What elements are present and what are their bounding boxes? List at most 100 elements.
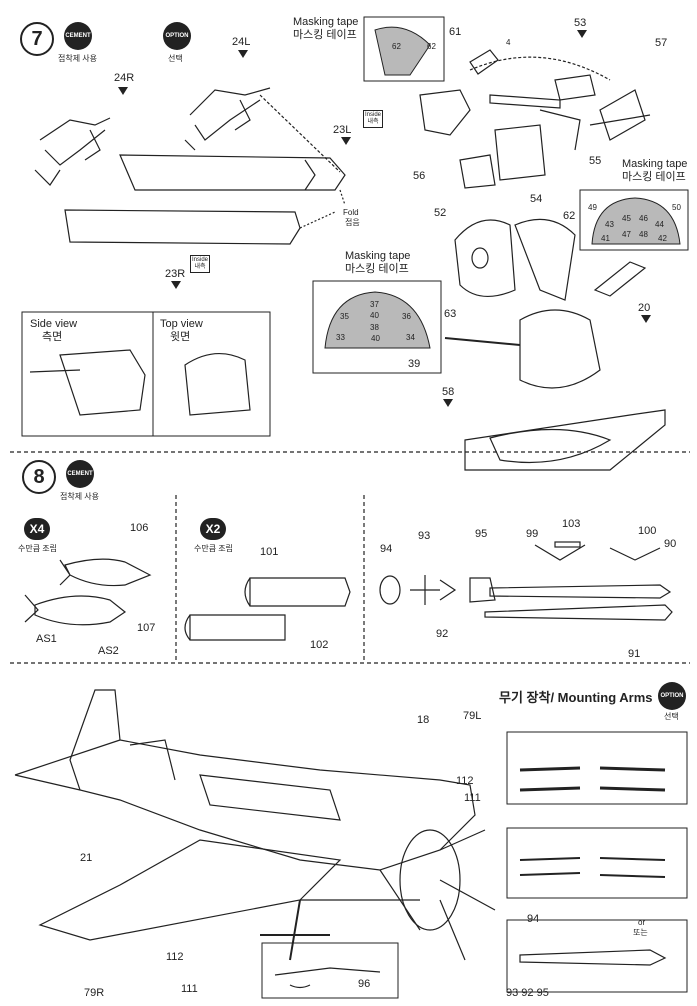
part-label-as1: AS1 [36, 633, 57, 645]
part-label-92: 92 [436, 628, 449, 640]
mask-num: 40 [370, 311, 379, 320]
part-label-55: 55 [589, 155, 602, 167]
mask-box-right [579, 189, 689, 251]
mask-box-tail [363, 16, 445, 82]
mask-num: 42 [658, 234, 667, 243]
part-58 [464, 409, 666, 471]
cement-label-kr: 접착제 사용 [60, 492, 100, 501]
top-view-label: Top view [160, 318, 203, 330]
turret [519, 309, 601, 389]
cement-icon: CEMENT [66, 460, 94, 488]
mask-num: 50 [672, 203, 681, 212]
mask-num: 48 [639, 230, 648, 239]
step-7-number: 7 [20, 22, 54, 56]
mask-num: 38 [370, 323, 379, 332]
part-62 [514, 218, 576, 301]
part-label-20: 20 [638, 302, 651, 314]
part-label-57: 57 [655, 37, 668, 49]
part-label-56: 56 [413, 170, 426, 182]
step-8-number: 8 [22, 460, 56, 494]
mask-num: 62 [427, 42, 436, 51]
multiplier-x4-kr: 수만큼 조립 [18, 544, 58, 553]
option-label-kr: 선택 [168, 54, 183, 63]
part-label-52: 52 [434, 207, 447, 219]
masking-label-right: Masking tape [622, 158, 688, 170]
or-label-kr: 또는 [633, 928, 648, 937]
mask-box-center [312, 280, 442, 374]
part-94-ring [379, 575, 401, 605]
door-23r [64, 209, 301, 245]
sub-step-marker [171, 281, 181, 289]
part-label-103: 103 [562, 518, 581, 530]
sub-step-marker [641, 315, 651, 323]
bomb-top [59, 558, 152, 587]
part-53 [554, 74, 596, 101]
part-label-93: 93 [418, 530, 431, 542]
side-view-turret [29, 349, 146, 416]
part-label-53: 53 [574, 17, 587, 29]
part-label-62: 62 [563, 210, 576, 222]
masking-label-center: Masking tape [345, 250, 411, 262]
part-label-79l: 79L [463, 710, 482, 722]
cement-icon: CEMENT [64, 22, 92, 50]
masking-label-tail: Masking tape [293, 16, 359, 28]
mask-num: 46 [639, 214, 648, 223]
mask-num: 40 [371, 334, 380, 343]
mask-num: 33 [336, 333, 345, 342]
depth-charge-101 [244, 577, 351, 607]
masking-label-right-kr: 마스킹 테이프 [622, 171, 686, 183]
mount-panel-1 [506, 731, 688, 805]
part-label-111: 111 [181, 983, 198, 995]
part-label-102: 102 [310, 639, 329, 651]
mask-num: 45 [622, 214, 631, 223]
sub-step-marker [238, 50, 248, 58]
side-view-label: Side view [30, 318, 78, 330]
part-label-100: 100 [638, 525, 657, 537]
mask-num: 62 [392, 42, 401, 51]
part-label-99: 99 [526, 528, 539, 540]
part-label-101: 101 [260, 546, 279, 558]
mask-num: 35 [340, 312, 349, 321]
depth-charge-102 [184, 614, 286, 641]
torpedo-upper [489, 584, 672, 599]
part-93-prop [410, 575, 457, 605]
part-label-106: 106 [130, 522, 149, 534]
mask-num: 34 [406, 333, 415, 342]
part-label-94: 94 [527, 913, 540, 925]
top-view-turret [184, 352, 251, 416]
part-95 [469, 577, 496, 603]
part-57 [589, 89, 651, 141]
mask-num: 49 [588, 203, 597, 212]
part-label-58: 58 [442, 386, 455, 398]
aircraft-avenger [14, 689, 496, 961]
mask-num: 37 [370, 300, 379, 309]
part-label-90: 90 [664, 538, 677, 550]
part-label-111: 111 [464, 792, 481, 804]
strut-24r [34, 117, 111, 186]
part-61 [469, 49, 499, 75]
part-4 [489, 94, 561, 109]
part-label-107: 107 [137, 622, 156, 634]
part-label-39: 39 [408, 358, 421, 370]
mask-num: 41 [601, 234, 610, 243]
part-label-79r: 79R [84, 987, 105, 999]
part-label-112: 112 [166, 951, 184, 963]
part-label-4: 4 [506, 38, 511, 47]
part-label-94: 94 [380, 543, 393, 555]
part-label-61: 61 [449, 26, 462, 38]
or-label: or [638, 918, 646, 927]
multiplier-x4: X4 [24, 518, 50, 540]
door-23l [119, 154, 346, 191]
part-label-sequence: 93 92 95 [506, 987, 549, 999]
multiplier-x2: X2 [200, 518, 226, 540]
strut-24l [184, 87, 271, 151]
torpedo-brackets [534, 544, 661, 561]
masking-label-tail-kr: 마스킹 테이프 [293, 29, 357, 41]
mask-num: 47 [622, 230, 631, 239]
mount-panel-3 [506, 919, 688, 993]
fold-label-kr: 접음 [345, 218, 360, 227]
part-label-21: 21 [80, 852, 93, 864]
mask-num: 36 [402, 312, 411, 321]
